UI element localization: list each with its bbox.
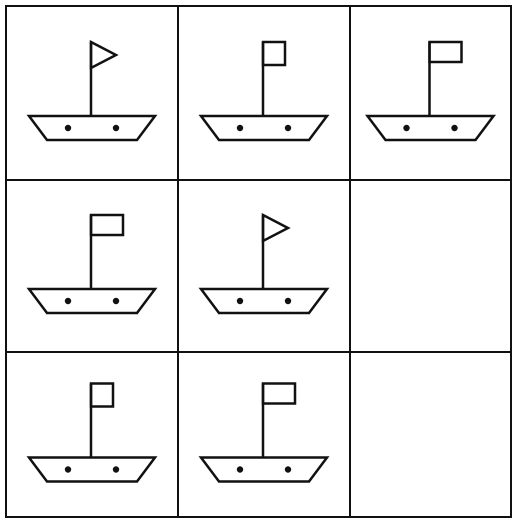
boat-icon — [201, 215, 327, 313]
boat-hull — [201, 116, 327, 140]
porthole-right — [451, 125, 457, 131]
boat-hull — [29, 289, 155, 313]
porthole-left — [237, 298, 243, 304]
triangle-flag-icon — [263, 215, 288, 241]
rectangle-flag-icon — [91, 215, 123, 235]
boat-hull — [201, 458, 327, 482]
rectangle-flag-icon — [430, 42, 462, 62]
empty-cell — [352, 182, 509, 350]
boat-hull — [368, 116, 494, 140]
porthole-left — [237, 125, 243, 131]
grid-cell-r3-c2 — [201, 384, 327, 482]
porthole-left — [65, 125, 71, 131]
porthole-right — [113, 298, 119, 304]
boat-hull — [29, 116, 155, 140]
porthole-left — [65, 298, 71, 304]
boat-icon — [201, 42, 327, 140]
porthole-right — [285, 125, 291, 131]
grid-cell-r1-c2 — [201, 42, 327, 140]
square-flag-icon — [91, 384, 113, 407]
grid-cell-r2-c3 — [352, 182, 509, 350]
porthole-left — [237, 466, 243, 472]
porthole-right — [285, 298, 291, 304]
boat-hull — [29, 458, 155, 482]
grid-cell-r3-c1 — [29, 384, 155, 482]
porthole-right — [113, 466, 119, 472]
boat-hull — [201, 289, 327, 313]
triangle-flag-icon — [91, 42, 116, 68]
boat-icon — [29, 215, 155, 313]
porthole-left — [403, 125, 409, 131]
rectangle-flag-icon — [263, 384, 295, 404]
grid-cell-r3-c3 — [352, 354, 509, 515]
porthole-right — [113, 125, 119, 131]
square-flag-icon — [263, 42, 285, 65]
boat-icon — [29, 42, 155, 140]
porthole-right — [285, 466, 291, 472]
grid-cell-r1-c3 — [368, 42, 494, 140]
boat-icon — [368, 42, 494, 140]
grid-cell-r2-c2 — [201, 215, 327, 313]
grid-cell-r1-c1 — [29, 42, 155, 140]
empty-cell — [352, 354, 509, 515]
boat-icon — [29, 384, 155, 482]
porthole-left — [65, 466, 71, 472]
grid-cell-r2-c1 — [29, 215, 155, 313]
boat-icon — [201, 384, 327, 482]
